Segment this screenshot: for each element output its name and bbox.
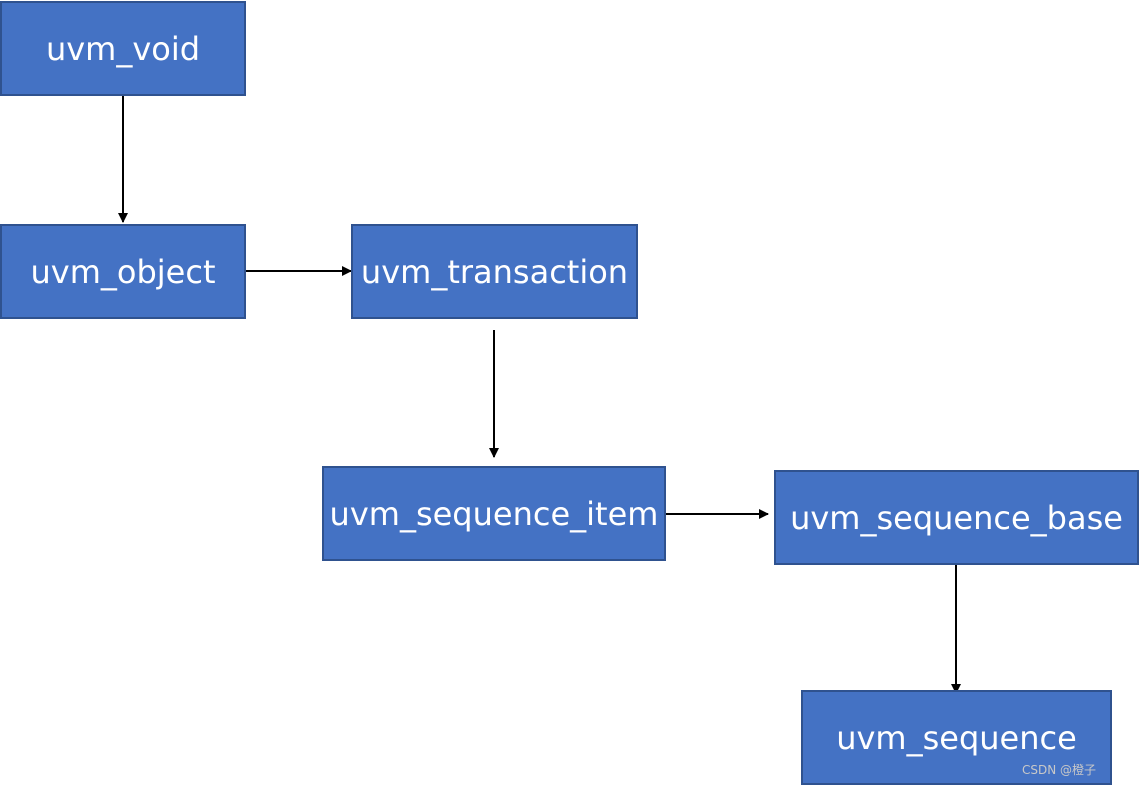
node-uvm-sequence-label: uvm_sequence — [836, 718, 1077, 757]
node-uvm-sequence-item: uvm_sequence_item — [322, 466, 666, 561]
node-uvm-transaction: uvm_transaction — [351, 224, 638, 319]
watermark: CSDN @橙子 — [1022, 763, 1097, 777]
node-uvm-sequence-item-label: uvm_sequence_item — [329, 494, 659, 533]
node-uvm-object-label: uvm_object — [30, 252, 216, 291]
node-uvm-sequence-base-label: uvm_sequence_base — [790, 498, 1123, 537]
node-uvm-sequence-base: uvm_sequence_base — [774, 470, 1139, 565]
node-uvm-sequence: uvm_sequence — [801, 690, 1112, 785]
node-uvm-transaction-label: uvm_transaction — [360, 252, 629, 291]
node-uvm-object: uvm_object — [0, 224, 246, 319]
node-uvm-void: uvm_void — [0, 1, 246, 96]
node-uvm-void-label: uvm_void — [45, 29, 201, 68]
